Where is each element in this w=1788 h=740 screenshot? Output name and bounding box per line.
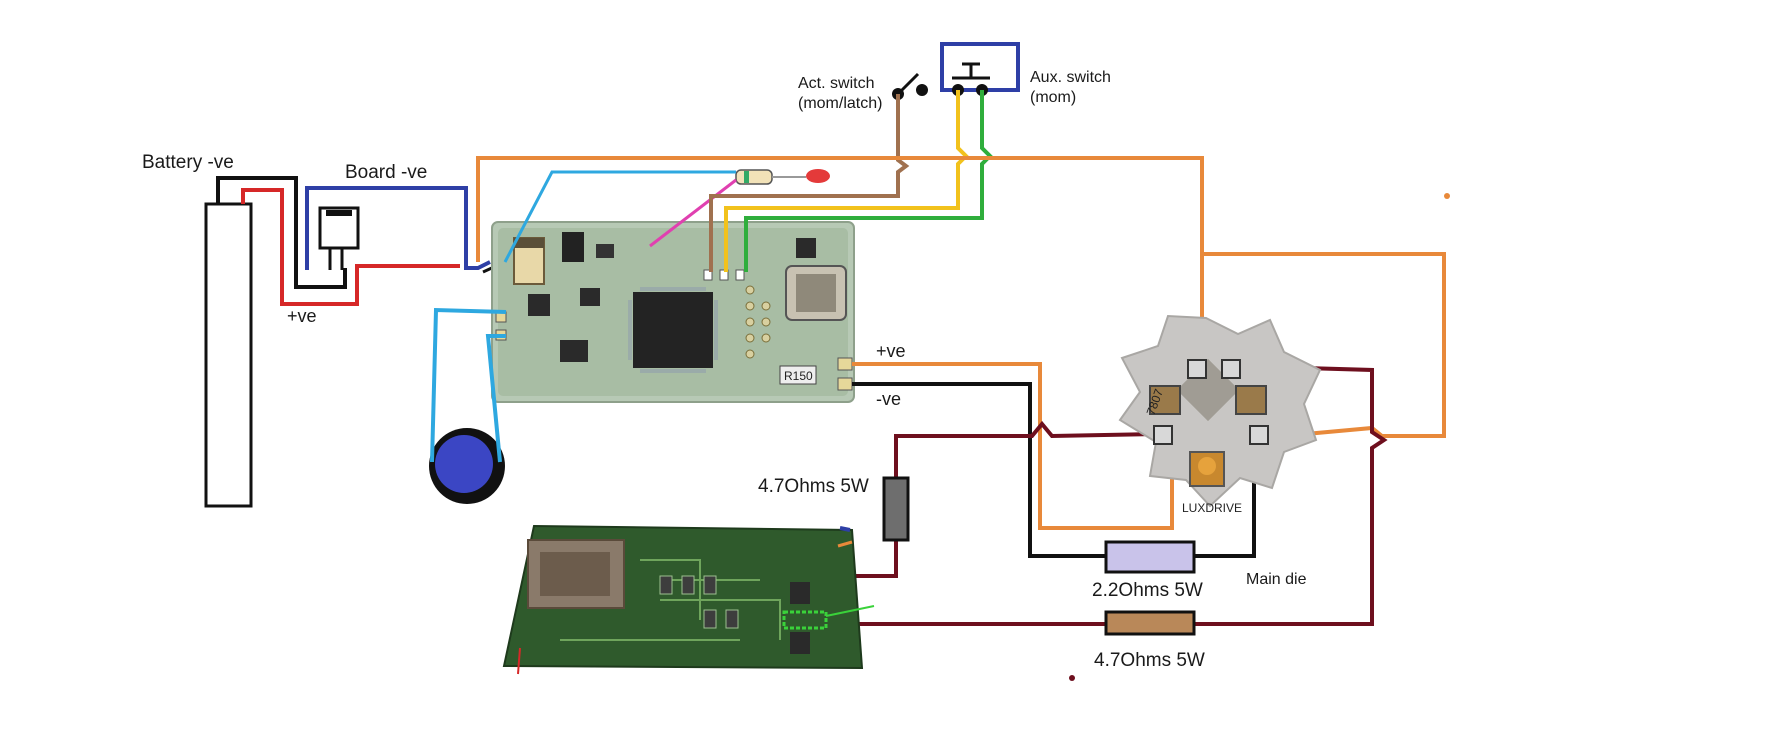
board-negative-label: Board -ve	[345, 162, 427, 183]
buzzer	[429, 428, 505, 504]
battery	[204, 202, 253, 508]
resistor-2-2-ohm	[1104, 540, 1196, 574]
resistor-path-3	[1194, 364, 1388, 626]
battery-positive-label: +ve	[287, 306, 317, 326]
secondary-pcb	[502, 524, 875, 675]
driver-negative-label: -ve	[876, 389, 901, 409]
main-die-label: Main die	[1246, 571, 1307, 588]
battery-positive-wire	[241, 188, 460, 306]
driver-positive-wire	[852, 362, 1174, 530]
led-positive-wire-right	[1202, 252, 1446, 440]
led-brand-label: LUXDRIVE	[1182, 501, 1242, 515]
mosfet-package	[318, 206, 360, 270]
resistor-1-label: 4.7Ohms 5W	[758, 476, 869, 497]
indicator-wire	[649, 178, 737, 248]
aux-switch-wire-green	[744, 90, 993, 272]
buzzer-wire-left	[430, 307, 507, 463]
buzzer-wire-right	[485, 334, 506, 463]
resistor-2-label: 2.2Ohms 5W	[1092, 580, 1203, 601]
battery-negative-label: Battery -ve	[142, 152, 234, 173]
act-switch-sublabel: (mom/latch)	[798, 95, 882, 112]
resistor-4-7-ohm-vertical	[882, 476, 910, 542]
battery-negative-wire	[216, 176, 347, 289]
indicator-led	[735, 169, 830, 185]
inductor-marking: R150	[784, 369, 813, 383]
aux-switch-symbol	[940, 42, 1020, 96]
board-negative-wire	[305, 186, 491, 270]
indicator-lead-wire	[503, 170, 736, 263]
resistor-4-7-ohm-horizontal	[1104, 610, 1196, 636]
driver-positive-label: +ve	[876, 341, 906, 361]
aux-switch-label: Aux. switch	[1030, 69, 1111, 86]
led-positive-wire-top	[476, 156, 1204, 362]
resistor-3-label: 4.7Ohms 5W	[1094, 650, 1205, 671]
aux-switch-wire-yellow	[724, 90, 969, 272]
led-star-board: 7807 LUXDRIVE	[1118, 314, 1322, 515]
aux-switch-sublabel: (mom)	[1030, 89, 1076, 106]
main-die-wire	[1194, 448, 1256, 558]
act-switch-label: Act. switch	[798, 75, 874, 92]
driver-negative-wire	[852, 382, 1106, 558]
stray-mark	[1444, 193, 1450, 199]
stray-dot	[1069, 675, 1075, 681]
resistor-path-1	[894, 420, 1159, 478]
driver-board: R150	[491, 221, 855, 403]
